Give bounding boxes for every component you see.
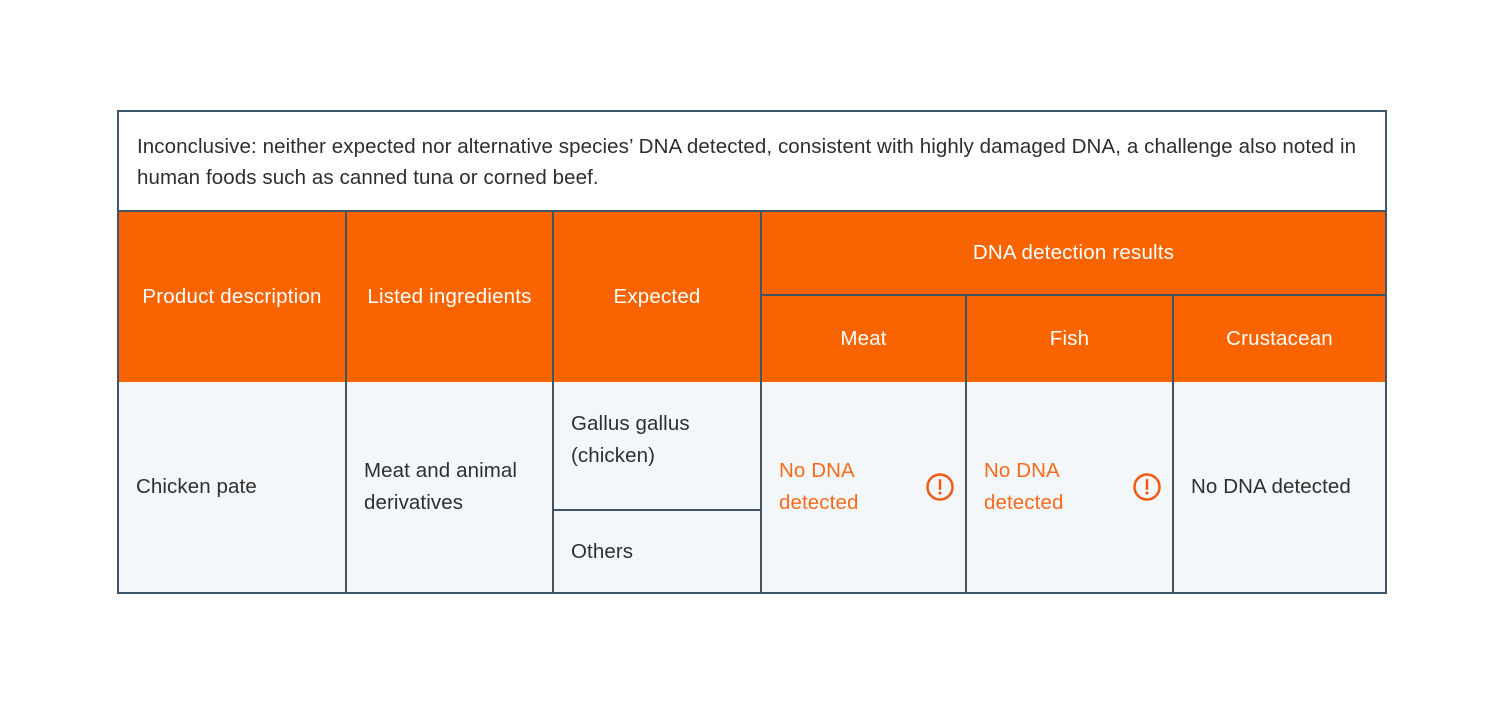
table-note-row: Inconclusive: neither expected nor alter… [119, 112, 1385, 212]
dna-results-table: Inconclusive: neither expected nor alter… [117, 110, 1387, 594]
cell-result-fish: No DNA detected [967, 382, 1174, 592]
result-crustacean-text: No DNA detected [1191, 475, 1351, 498]
result-fish-content: No DNA detected [984, 455, 1162, 519]
column-header-meat: Meat [762, 296, 967, 382]
alert-circle-icon [926, 473, 954, 501]
column-header-listed-ingredients: Listed ingredients [347, 212, 554, 382]
column-header-product-description: Product description [119, 212, 347, 382]
alert-circle-icon [1133, 473, 1161, 501]
column-header-expected: Expected [554, 212, 762, 382]
cell-expected-secondary: Others [554, 511, 762, 592]
cell-expected-primary: Gallus gallus (chicken) [554, 382, 762, 511]
result-meat-content: No DNA detected [779, 455, 955, 519]
table-row: Chicken pate Meat and animal derivatives… [119, 382, 1385, 592]
cell-result-crustacean: No DNA detected [1174, 382, 1385, 592]
cell-product-description: Chicken pate [119, 382, 347, 592]
column-header-fish: Fish [967, 296, 1174, 382]
cell-listed-ingredients: Meat and animal derivatives [347, 382, 554, 592]
inconclusive-note-text: Inconclusive: neither expected nor alter… [137, 135, 1357, 189]
column-header-crustacean: Crustacean [1226, 327, 1333, 350]
column-group-header-dna-detection-results: DNA detection results [762, 212, 1385, 296]
result-meat-text: No DNA detected [779, 459, 859, 514]
result-fish-text: No DNA detected [984, 459, 1064, 514]
cell-result-meat: No DNA detected [762, 382, 967, 592]
table-header-band: Product description Listed ingredients E… [119, 212, 1385, 382]
